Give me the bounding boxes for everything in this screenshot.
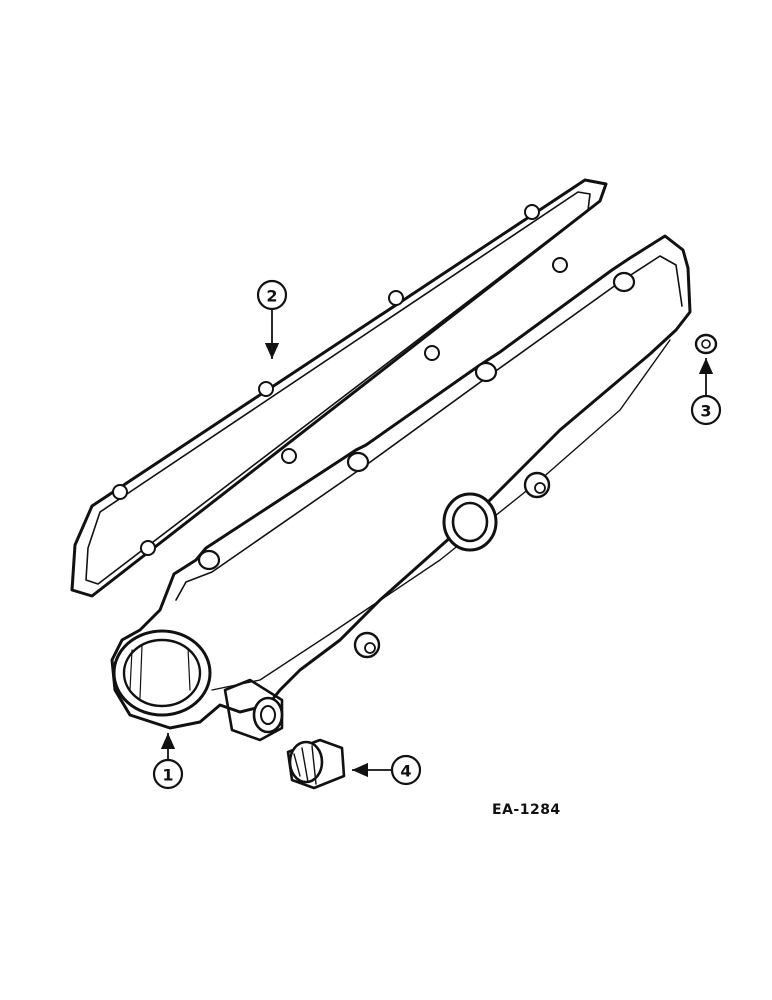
callout-1: 1 bbox=[152, 733, 184, 790]
callout-1-label: 1 bbox=[162, 766, 173, 785]
manifold-body bbox=[110, 234, 692, 742]
drawing-code: EA-1284 bbox=[492, 802, 561, 818]
washer bbox=[694, 333, 718, 355]
gasket bbox=[70, 178, 608, 598]
callout-2-label: 2 bbox=[266, 287, 277, 306]
callout-3-label: 3 bbox=[700, 402, 711, 421]
callout-4-label: 4 bbox=[400, 762, 411, 781]
callout-4: 4 bbox=[352, 754, 422, 786]
plug bbox=[286, 738, 346, 790]
callout-3: 3 bbox=[690, 358, 722, 426]
callout-2: 2 bbox=[256, 279, 288, 359]
